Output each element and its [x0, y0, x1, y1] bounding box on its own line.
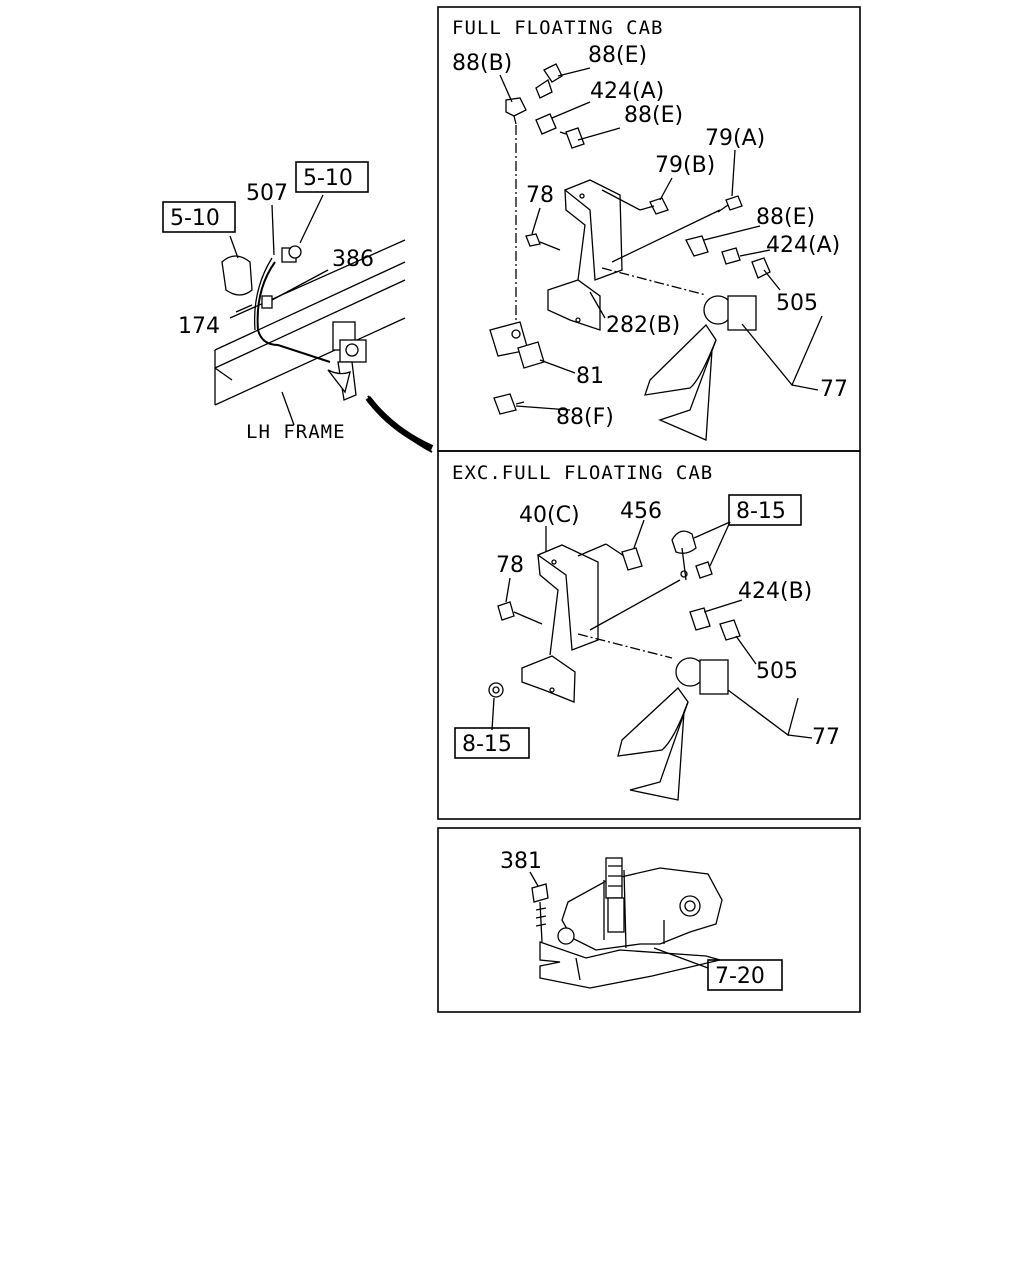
part-81: 81 — [576, 364, 604, 389]
part-505-exc: 505 — [756, 659, 798, 684]
ref-8-15-top: 8-15 — [736, 499, 786, 524]
part-424a-right: 424(A) — [766, 233, 840, 258]
part-424a-top: 424(A) — [590, 79, 664, 104]
ref-box-5-10-left — [162, 201, 236, 233]
panel-bottom-assembly: 381 7-20 — [437, 827, 861, 1013]
part-88b: 88(B) — [452, 51, 512, 76]
panel-exc-full-floating-cab: EXC.FULL FLOATING CAB — [437, 450, 861, 820]
left-frame-view: 5-10 5-10 507 386 174 LH FRAME — [162, 161, 434, 453]
ref-8-15-bottom: 8-15 — [462, 732, 512, 757]
part-424b: 424(B) — [738, 579, 812, 604]
part-88f: 88(F) — [556, 405, 614, 430]
part-78: 78 — [526, 183, 554, 208]
part-88e-right: 88(E) — [756, 205, 815, 230]
ref-box-8-15-bottom — [454, 727, 530, 759]
part-77-exc: 77 — [812, 725, 840, 750]
part-386: 386 — [332, 247, 374, 272]
part-40c: 40(C) — [519, 503, 580, 528]
part-88e-mid: 88(E) — [624, 103, 683, 128]
part-77: 77 — [820, 377, 848, 402]
part-507: 507 — [246, 181, 288, 206]
part-79a: 79(A) — [705, 126, 765, 151]
ref-5-10-left: 5-10 — [170, 206, 220, 231]
part-381: 381 — [500, 849, 542, 874]
panel-full-floating-cab: FULL FLOATING CAB — [437, 6, 861, 452]
ref-box-7-20 — [707, 959, 783, 991]
ref-box-8-15-top — [728, 494, 802, 526]
part-505: 505 — [776, 291, 818, 316]
part-88e-top: 88(E) — [588, 43, 647, 68]
part-456: 456 — [620, 499, 662, 524]
ref-5-10-right: 5-10 — [303, 166, 353, 191]
part-282b: 282(B) — [606, 313, 680, 338]
panel-full-caption: FULL FLOATING CAB — [452, 17, 663, 39]
part-174: 174 — [178, 314, 220, 339]
panel-exc-caption: EXC.FULL FLOATING CAB — [452, 462, 713, 484]
part-79b: 79(B) — [655, 153, 715, 178]
ref-box-5-10-right — [295, 161, 369, 193]
part-78-exc: 78 — [496, 553, 524, 578]
lh-frame-label: LH FRAME — [246, 421, 346, 443]
ref-7-20: 7-20 — [715, 964, 765, 989]
